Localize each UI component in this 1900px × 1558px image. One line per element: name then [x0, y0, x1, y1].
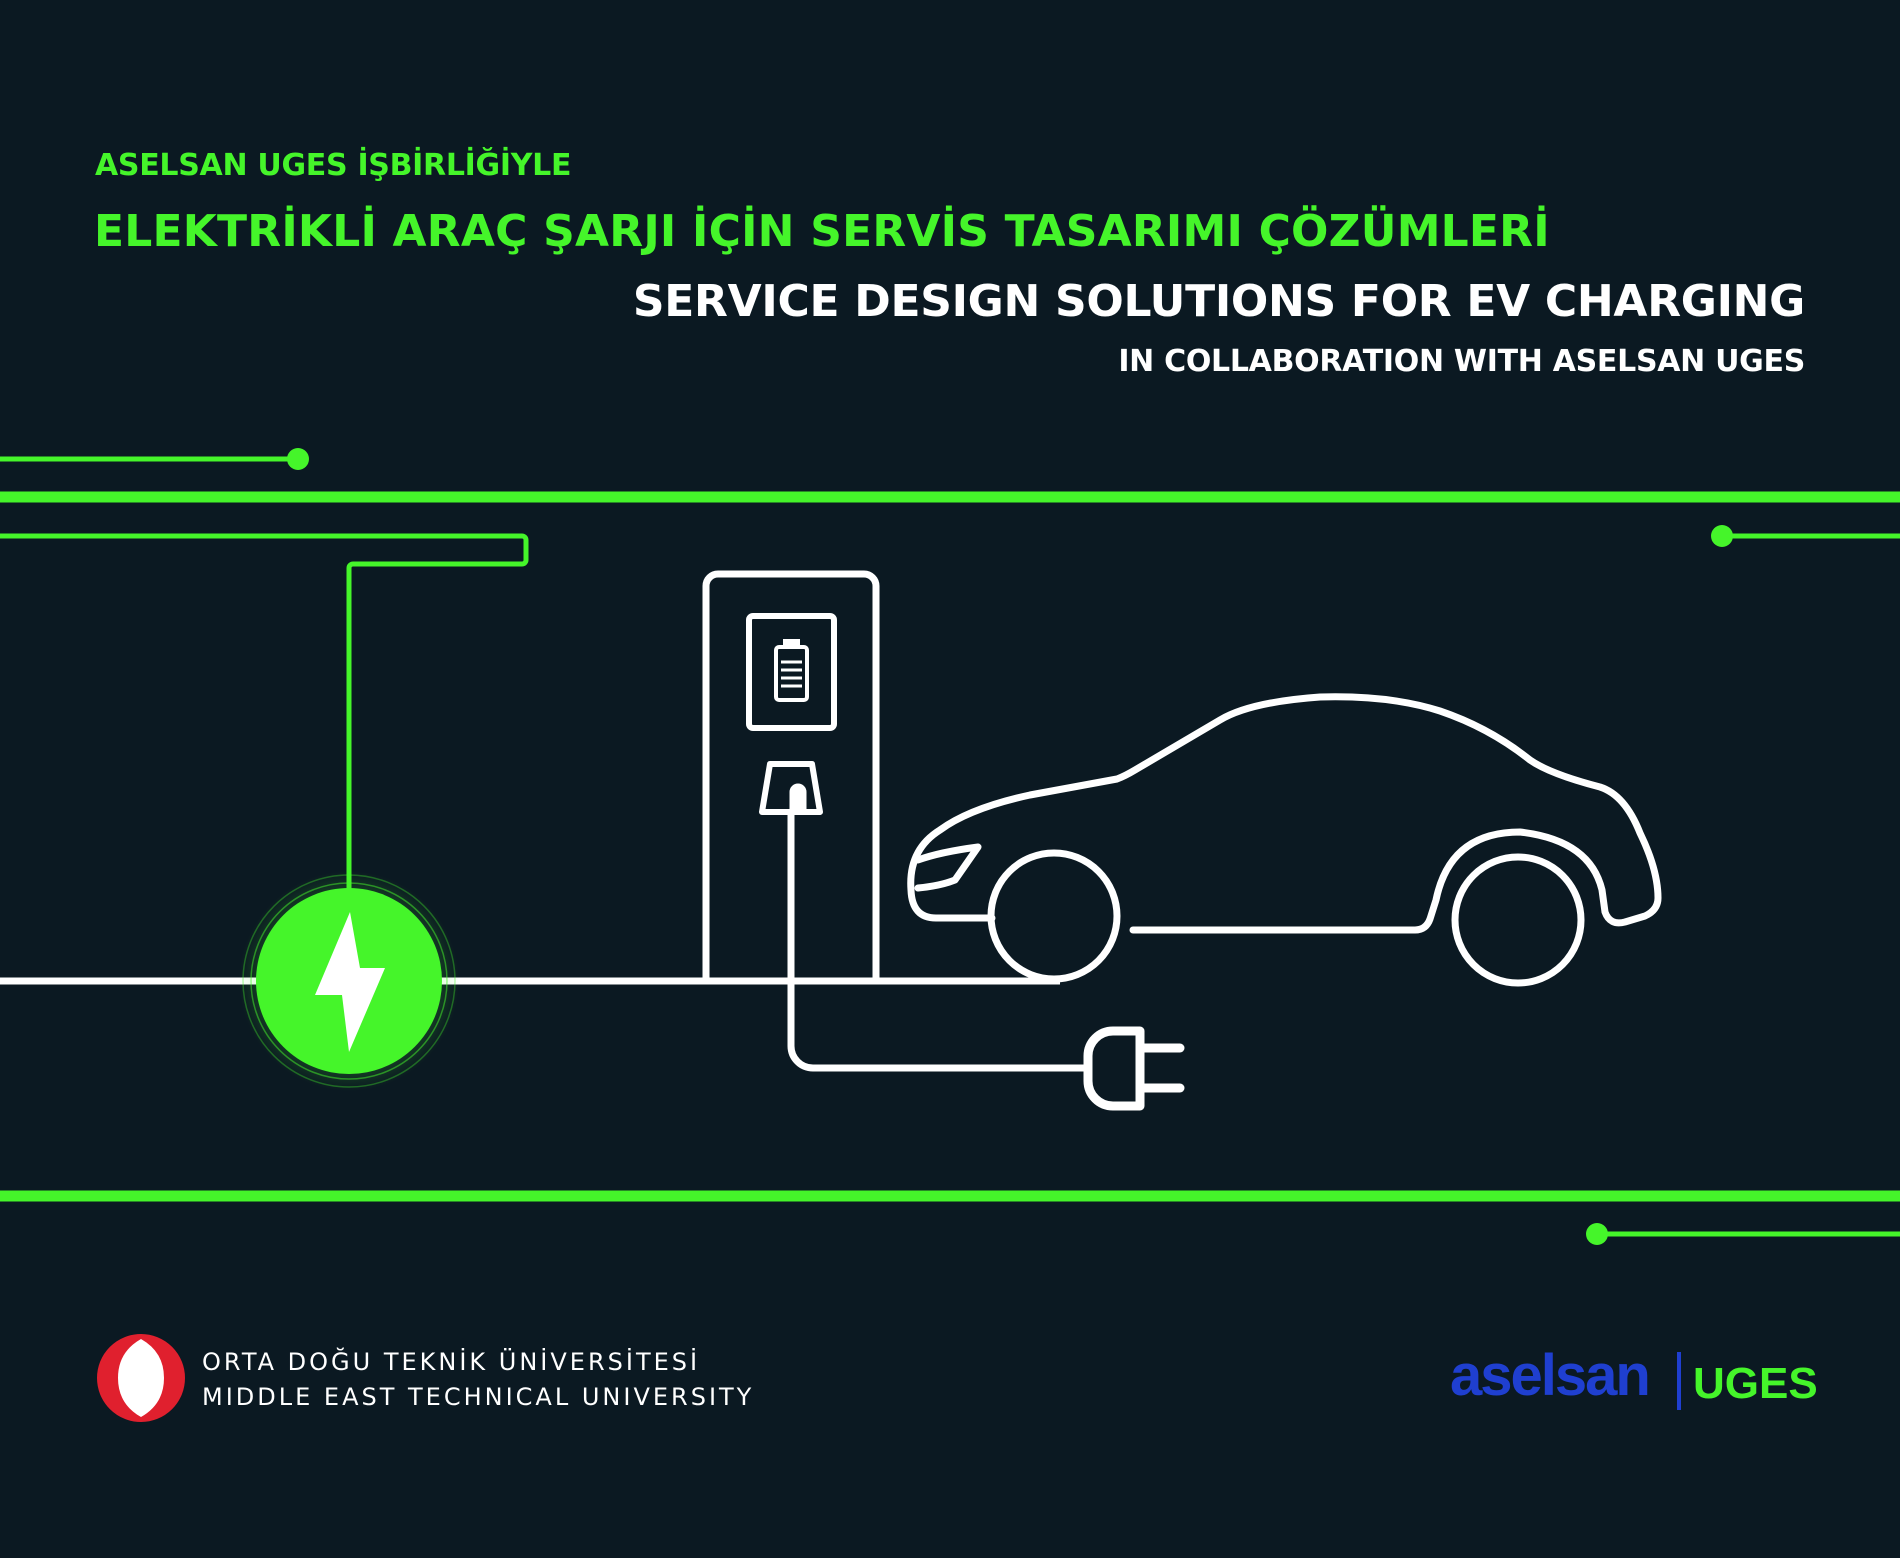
charging-station-icon	[702, 570, 1091, 1072]
electric-car-icon	[907, 693, 1662, 987]
metu-name-english: MIDDLE EAST TECHNICAL UNIVERSITY	[202, 1383, 755, 1411]
circuit-nodes	[287, 448, 1733, 1245]
english-subtitle: IN COLLABORATION WITH ASELSAN UGES	[1118, 344, 1805, 379]
uges-logo-text: UGES	[1693, 1359, 1818, 1408]
circuit-line-bracket	[0, 533, 529, 905]
turkish-title: ELEKTRİKLİ ARAÇ ŞARJI İÇİN SERVİS TASARI…	[94, 206, 1550, 257]
circuit-node	[1711, 525, 1733, 547]
circuit-node	[287, 448, 309, 470]
metu-name-turkish: ORTA DOĞU TEKNİK ÜNİVERSİTESİ	[202, 1348, 701, 1376]
aselsan-logo-text: aselsan	[1450, 1343, 1651, 1408]
circuit-node	[1586, 1223, 1608, 1245]
battery-icon	[774, 639, 809, 702]
circuit-lines	[0, 456, 1900, 1237]
turkish-subtitle: ASELSAN UGES İŞBİRLİĞİYLE	[95, 148, 572, 183]
lightning-bolt-icon	[239, 871, 459, 1091]
english-title: SERVICE DESIGN SOLUTIONS FOR EV CHARGING	[632, 276, 1805, 327]
plug-icon	[1083, 1026, 1185, 1111]
metu-logo	[97, 1334, 185, 1422]
